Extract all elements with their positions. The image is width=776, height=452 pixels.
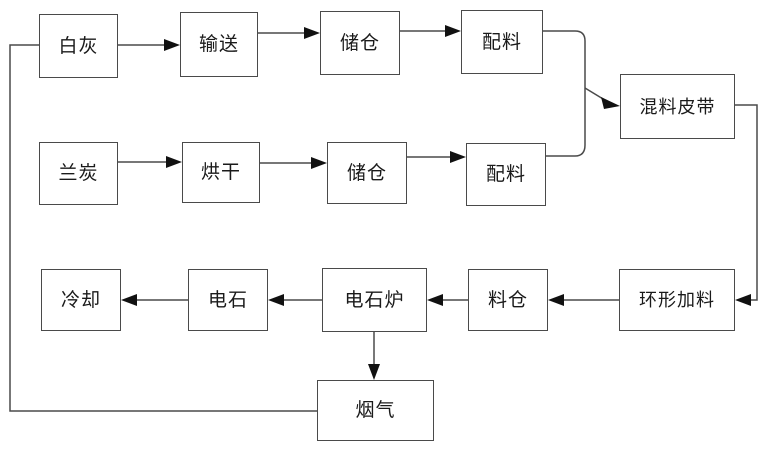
node-yanqi[interactable]: 烟气 <box>317 380 434 441</box>
node-hunliaopidai[interactable]: 混料皮带 <box>620 74 735 139</box>
arrowhead-into-dianshi <box>268 294 284 306</box>
arrowhead-into-lengque <box>121 294 137 306</box>
arrowhead-into-hunliaopidai <box>601 97 620 109</box>
arrowhead-into-shusong <box>164 39 180 51</box>
node-dianshi[interactable]: 电石 <box>188 269 268 331</box>
node-liaocang[interactable]: 料仓 <box>468 269 548 331</box>
node-honggan[interactable]: 烘干 <box>182 142 260 203</box>
node-lengque[interactable]: 冷却 <box>41 269 121 331</box>
edge-peiliao-merge-top <box>543 30 586 157</box>
arrowhead-into-peiliao2 <box>450 151 466 163</box>
node-huanxingjialiao[interactable]: 环形加料 <box>619 269 735 331</box>
node-baihui[interactable]: 白灰 <box>39 14 118 78</box>
node-lantan[interactable]: 兰炭 <box>39 142 118 205</box>
node-shusong[interactable]: 输送 <box>180 12 258 77</box>
arrowhead-into-yanqi <box>368 364 380 380</box>
node-peiliao-top[interactable]: 配料 <box>461 10 543 74</box>
edge-hunliaopidai-to-huanxing <box>735 104 758 301</box>
arrowhead-into-dianshilu <box>427 294 443 306</box>
node-peiliao-bottom[interactable]: 配料 <box>466 143 546 206</box>
edge-yanqi-recycle-to-baihui <box>9 44 317 412</box>
node-dianshilu[interactable]: 电石炉 <box>322 268 427 332</box>
arrowhead-into-chucang2 <box>311 157 327 169</box>
arrowhead-into-chucang1 <box>304 27 320 39</box>
arrowhead-into-liaocang <box>548 294 564 306</box>
node-chucang-bottom[interactable]: 储仓 <box>327 142 407 204</box>
arrowhead-into-huanxing <box>735 294 751 306</box>
node-chucang-top[interactable]: 储仓 <box>320 11 400 75</box>
arrowhead-into-peiliao1 <box>445 25 461 37</box>
arrowhead-into-honggan <box>166 156 182 168</box>
